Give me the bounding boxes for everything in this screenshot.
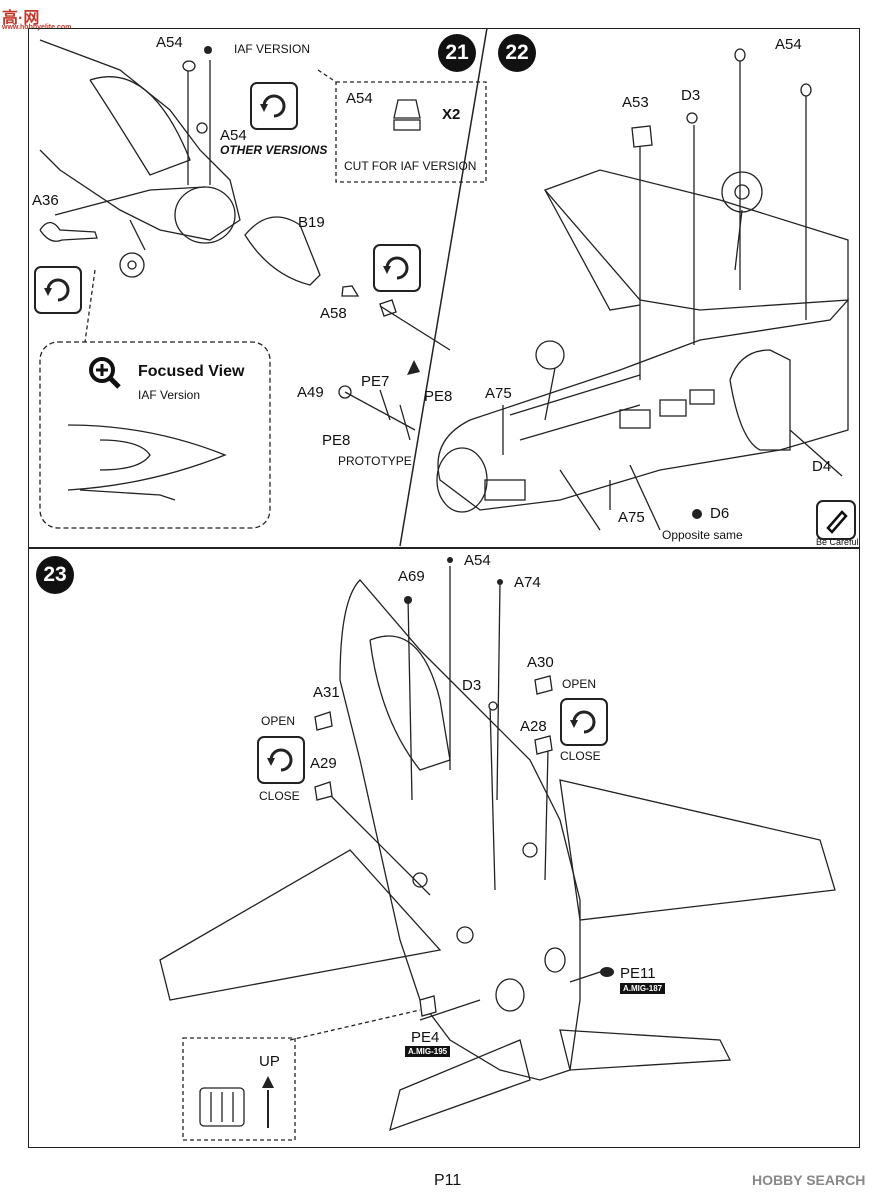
step-23-frame (28, 548, 860, 1148)
pe11-tag: A.MIG-187 (620, 983, 666, 994)
inset-part-a54: A54 (346, 90, 373, 107)
part-a28: A28 (520, 718, 547, 735)
part-d6: D6 (710, 505, 730, 522)
part-d4: D4 (812, 458, 832, 475)
focused-view-title: Focused View (138, 363, 245, 380)
rotate-icon (373, 244, 421, 292)
part-a54: A54 (464, 552, 491, 569)
iaf-version-label: IAF VERSION (234, 42, 311, 56)
part-d3: D3 (462, 677, 482, 694)
watermark-logo: 高·网 (2, 10, 40, 27)
part-a54: A54 (775, 36, 802, 53)
focused-view-subtitle: IAF Version (138, 388, 201, 402)
part-a49: A49 (297, 384, 324, 401)
part-pe4: PE4 (411, 1029, 440, 1046)
part-a69: A69 (398, 568, 425, 585)
hobby-search-watermark: HOBBY SEARCH (752, 1172, 866, 1188)
part-pe8-left: PE8 (322, 432, 351, 449)
part-a36: A36 (32, 192, 59, 209)
part-b19: B19 (298, 214, 325, 231)
part-a75-bottom: A75 (618, 509, 645, 526)
page-number: P11 (434, 1172, 462, 1189)
step-21-badge: 21 (438, 34, 476, 72)
part-a53: A53 (622, 94, 649, 111)
other-versions-label: OTHER VERSIONS (220, 143, 328, 157)
open-label-right: OPEN (562, 677, 597, 691)
part-a54-other: A54 (220, 127, 247, 144)
part-a54-iaf: A54 (156, 34, 183, 51)
prototype-label: PROTOTYPE (338, 454, 412, 468)
rotate-icon (34, 266, 82, 314)
part-pe11: PE11 (620, 965, 656, 982)
step-21-22-frame (28, 28, 860, 548)
rotate-icon (257, 736, 305, 784)
part-a29: A29 (310, 755, 337, 772)
part-a31: A31 (313, 684, 340, 701)
be-careful-icon (816, 500, 856, 540)
part-pe8-right: PE8 (424, 388, 453, 405)
up-label: UP (259, 1053, 280, 1070)
rotate-icon (560, 698, 608, 746)
part-a58: A58 (320, 305, 347, 322)
pe4-tag: A.MIG-195 (405, 1046, 451, 1057)
part-a74: A74 (514, 574, 541, 591)
watermark-site: www.hobbyelite.com (2, 24, 72, 31)
part-a75-top: A75 (485, 385, 512, 402)
step-23-badge: 23 (36, 556, 74, 594)
part-pe7: PE7 (361, 373, 390, 390)
step-22-badge: 22 (498, 34, 536, 72)
magnifier-icon (88, 356, 122, 390)
opposite-same-label: Opposite same (662, 528, 743, 542)
close-label-left: CLOSE (259, 789, 300, 803)
be-careful-label: Be Careful (816, 537, 859, 547)
open-label-left: OPEN (261, 714, 296, 728)
part-d3: D3 (681, 87, 701, 104)
rotate-icon (250, 82, 298, 130)
inset-cut-note: CUT FOR IAF VERSION (344, 159, 477, 173)
close-label-right: CLOSE (560, 749, 601, 763)
part-a30: A30 (527, 654, 554, 671)
inset-quantity: X2 (442, 106, 461, 123)
